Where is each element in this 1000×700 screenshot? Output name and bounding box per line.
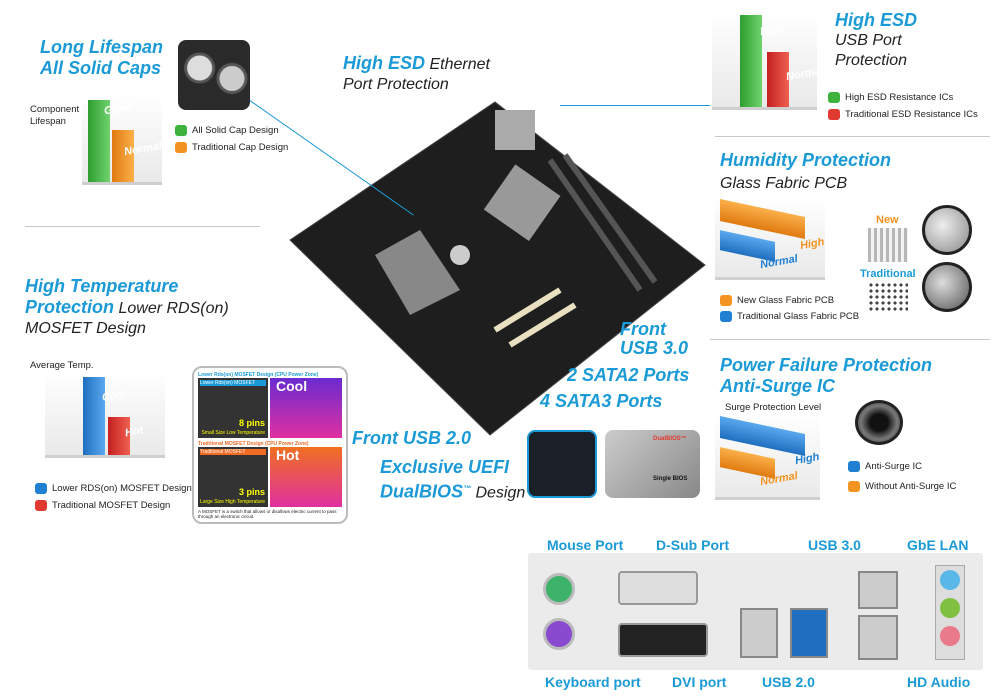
surge-axis-label: Surge Protection Level — [725, 402, 822, 413]
keyboard-port-label: Keyboard port — [545, 674, 641, 690]
io-ports — [495, 110, 535, 150]
bar-normal — [112, 130, 134, 182]
motherboard-image — [289, 101, 706, 436]
audio-label: HD Audio — [907, 674, 971, 690]
bar-hot-label: Hot — [124, 424, 145, 440]
divider — [715, 136, 990, 137]
new-fabric-zoom — [922, 205, 972, 255]
solid-caps-photo — [178, 40, 250, 110]
legend-item: Traditional MOSFET Design — [35, 500, 170, 511]
legend-label: All Solid Cap Design — [192, 125, 279, 136]
ethernet-title-bold: High ESD — [343, 53, 426, 73]
new-fabric-texture — [868, 228, 908, 262]
bar-high — [740, 15, 762, 107]
audio-jacks — [935, 565, 965, 660]
rear-io-panel — [528, 553, 983, 670]
bar-high-label: High — [759, 21, 786, 39]
legend-item: Without Anti-Surge IC — [848, 481, 956, 492]
usb2-ports-left — [740, 608, 778, 658]
bar-hot — [108, 417, 130, 455]
keyboard-port — [543, 618, 575, 650]
lan-label: GbE LAN — [907, 537, 969, 553]
anti-surge-ic-image — [855, 400, 903, 445]
heatsink — [375, 230, 460, 315]
bar-high-label: High — [794, 450, 821, 468]
front-usb2-callout: Front USB 2.0 — [352, 428, 472, 448]
sata2-callout: 2 SATA2 Ports — [567, 365, 690, 385]
usb3-label: USB 3.0 — [808, 537, 861, 553]
dvi-port — [618, 623, 708, 657]
legend-label: Traditional Cap Design — [192, 142, 289, 153]
traditional-fabric-texture — [868, 282, 908, 312]
bar-high-label: High — [799, 235, 826, 253]
legend-item: Traditional Glass Fabric PCB — [720, 311, 859, 322]
bios-chip-photo — [527, 430, 597, 498]
traditional-label: Traditional — [860, 268, 916, 280]
bar-cool-label: Cool — [101, 387, 128, 405]
bar-normal-label: Normal — [785, 64, 825, 84]
dvi-port-label: DVI port — [672, 674, 727, 690]
legend-item: Traditional Cap Design — [175, 142, 288, 153]
legend-item: All Solid Cap Design — [175, 125, 279, 136]
ethernet-title-line2: Port Protection — [343, 76, 449, 93]
humidity-chart: High Normal — [715, 198, 825, 280]
temperature-title: High Temperature Protection Lower RDS(on… — [25, 276, 229, 337]
dsub-port — [618, 571, 698, 605]
dualbios-diagram: DualBIOS™ Single BIOS — [605, 430, 700, 498]
usb3-ports — [790, 608, 828, 658]
lifespan-chart: Good Normal — [82, 95, 163, 185]
legend-item: Traditional ESD Resistance ICs — [828, 109, 978, 120]
mouse-port — [543, 573, 575, 605]
callout-line — [560, 105, 710, 106]
ethernet-title: High ESD Ethernet Port Protection — [343, 53, 490, 95]
temp-axis-label: Average Temp. — [30, 360, 94, 371]
legend-swatch — [175, 125, 187, 136]
legend-item: New Glass Fabric PCB — [720, 295, 834, 306]
traditional-fabric-zoom — [922, 262, 972, 312]
dsub-port-label: D-Sub Port — [656, 537, 730, 553]
surge-chart: High Normal — [715, 415, 820, 500]
legend-swatch — [175, 142, 187, 153]
legend-item: Lower RDS(on) MOSFET Design — [35, 483, 192, 494]
bar-cool — [83, 377, 105, 455]
bar-good — [88, 100, 110, 182]
usb2-ports-right — [858, 615, 898, 660]
mosfet-comparison-panel: Lower Rds(on) MOSFET Design (CPU Power Z… — [192, 366, 348, 524]
lan-port — [858, 571, 898, 609]
divider — [710, 339, 990, 340]
bar-normal — [767, 52, 789, 107]
legend-item: High ESD Resistance ICs — [828, 92, 953, 103]
ethernet-title-rest: Ethernet — [425, 56, 490, 73]
divider — [25, 226, 260, 227]
usb-esd-chart: High Normal — [712, 10, 825, 110]
usb2-label: USB 2.0 — [762, 674, 815, 690]
legend-item: Anti-Surge IC — [848, 461, 922, 472]
sata3-callout: 4 SATA3 Ports — [540, 391, 663, 411]
temperature-chart: Cool Hot — [45, 372, 165, 458]
cpu-socket — [483, 164, 561, 241]
mouse-port-label: Mouse Port — [547, 537, 624, 553]
new-label: New — [876, 214, 899, 226]
uefi-callout: Exclusive UEFI DualBIOS™ Design — [380, 457, 526, 502]
